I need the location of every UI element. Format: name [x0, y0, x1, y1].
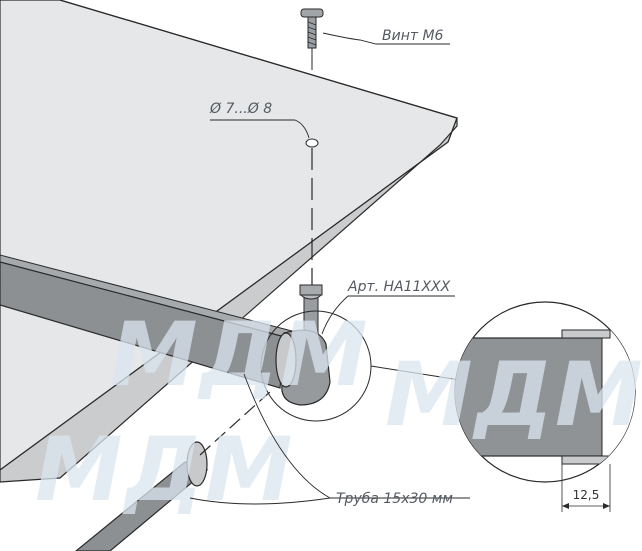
detail-bracket-top — [561, 329, 611, 339]
detail-tube-section — [455, 337, 613, 457]
bracket-opening — [275, 332, 297, 388]
screw-label: Винт М6 — [382, 28, 444, 44]
article-label: Арт. HA11XXX — [347, 279, 451, 295]
detail-bracket-bottom — [561, 455, 611, 465]
tube-label: Труба 15x30 мм — [336, 491, 453, 507]
dim-arrow-right — [603, 503, 610, 509]
bracket-cap-body — [299, 284, 323, 296]
detail-connector — [370, 365, 461, 381]
leader-lines — [189, 32, 470, 505]
leader-article — [321, 295, 455, 335]
leader-tube — [243, 373, 470, 499]
watermark-3: МДМ — [35, 418, 295, 521]
leader-tube-piece — [189, 497, 331, 505]
hole-diameter-label: Ø 7...Ø 8 — [209, 101, 272, 117]
dimension-label: 12,5 — [573, 488, 600, 502]
bracket-holder — [275, 284, 331, 406]
dim-arrow-left — [562, 503, 569, 509]
leader-screw — [322, 32, 450, 45]
detail-magnified-view: 12,5 — [454, 301, 636, 512]
watermark-1: МДМ — [110, 303, 370, 406]
shelf-front-edge — [0, 117, 458, 483]
tube-piece — [75, 441, 209, 551]
mounting-hole — [305, 138, 319, 148]
screw-thread — [307, 21, 317, 46]
leader-hole — [210, 119, 310, 139]
rail-tube-body — [0, 261, 286, 389]
tube-insert-axis — [199, 389, 273, 456]
shelf-panel — [0, 0, 458, 483]
screw-m6 — [300, 8, 324, 70]
watermark-2: МДМ — [385, 343, 642, 446]
shelf-side-edge — [59, 0, 458, 119]
watermark-group: МДМ МДМ МДМ — [35, 303, 642, 521]
screw-head — [300, 8, 324, 18]
